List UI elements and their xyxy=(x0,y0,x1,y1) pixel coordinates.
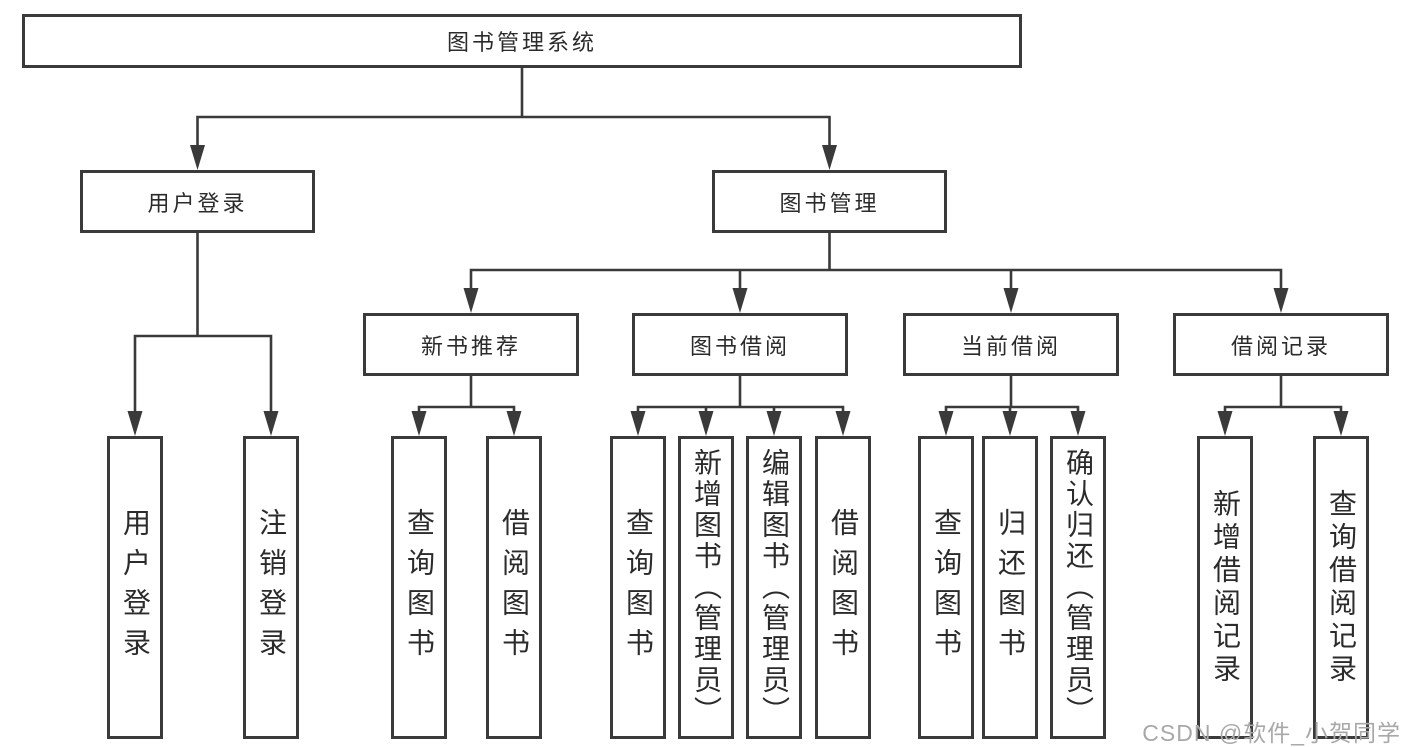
watermark-csdn: CSDN @软件_小贺同学 xyxy=(1142,720,1401,746)
node-label: 借阅图书 xyxy=(499,507,530,668)
leaf-borrow-books: 借阅图书 xyxy=(486,436,542,739)
leaf-return-books: 归还图书 xyxy=(982,436,1038,739)
leaf-add-borrow-record: 新增借阅记录 xyxy=(1197,436,1253,739)
leaf-confirm-return-admin: 确认归还（管理员） xyxy=(1050,436,1106,739)
node-label: 归还图书 xyxy=(995,507,1026,668)
node-label: 查询借阅记录 xyxy=(1326,488,1357,687)
node-label: 查询图书 xyxy=(931,507,962,668)
node-user-login: 用户登录 xyxy=(80,170,315,233)
leaf-query-books: 查询图书 xyxy=(610,436,666,739)
node-book-borrowing: 图书借阅 xyxy=(632,313,848,376)
node-label: 借阅图书 xyxy=(828,507,859,668)
node-label: 编辑图书（管理员） xyxy=(759,448,790,727)
leaf-query-books: 查询图书 xyxy=(918,436,974,739)
leaf-edit-books-admin: 编辑图书（管理员） xyxy=(746,436,802,739)
node-current-borrowing: 当前借阅 xyxy=(903,313,1119,376)
node-label: 查询图书 xyxy=(623,507,654,668)
node-label: 注销登录 xyxy=(256,507,287,668)
node-label: 借阅记录 xyxy=(1230,333,1331,359)
leaf-query-books: 查询图书 xyxy=(391,436,447,739)
node-label: 查询图书 xyxy=(404,507,435,668)
node-label: 新增图书（管理员） xyxy=(691,448,722,727)
node-label: 用户登录 xyxy=(120,507,151,668)
leaf-user-login: 用户登录 xyxy=(107,436,163,739)
node-label: 用户登录 xyxy=(147,190,248,216)
leaf-query-borrow-record: 查询借阅记录 xyxy=(1313,436,1369,739)
node-new-book-recommendation: 新书推荐 xyxy=(363,313,579,376)
node-label: 图书借阅 xyxy=(689,333,790,359)
node-label: 新书推荐 xyxy=(420,333,521,359)
node-label: 图书管理 xyxy=(779,190,880,216)
leaf-add-books-admin: 新增图书（管理员） xyxy=(678,436,734,739)
leaf-borrow-books: 借阅图书 xyxy=(815,436,871,739)
node-book-management: 图书管理 xyxy=(712,170,947,233)
node-label: 当前借阅 xyxy=(960,333,1061,359)
node-label: 新增借阅记录 xyxy=(1210,488,1241,687)
node-label: 确认归还（管理员） xyxy=(1063,448,1094,727)
node-label: 图书管理系统 xyxy=(446,30,597,55)
leaf-logout: 注销登录 xyxy=(243,436,299,739)
node-borrowing-records: 借阅记录 xyxy=(1173,313,1389,376)
node-library-management-system: 图书管理系统 xyxy=(22,14,1022,68)
